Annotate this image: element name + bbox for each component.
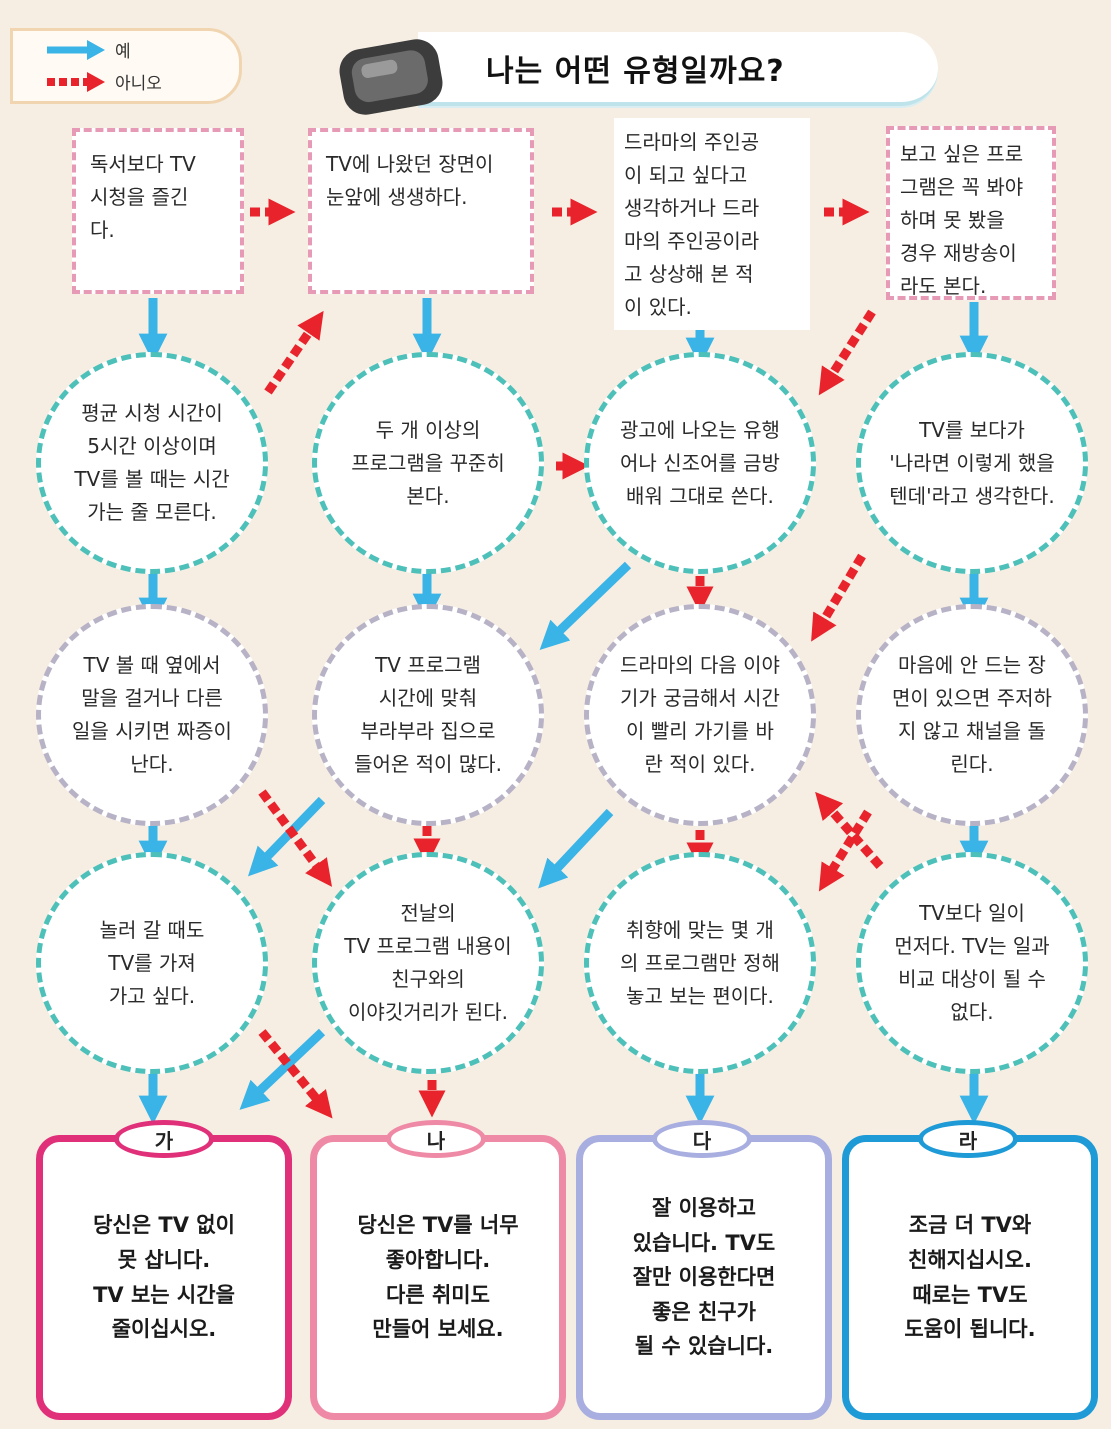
yes-arrow-icon	[47, 39, 105, 60]
question-rush-home: TV 프로그램 시간에 맞춰 부라부라 집으로 들어온 적이 많다.	[312, 604, 544, 826]
question-drama-protagonist: 드라마의 주인공 이 되고 싶다고 생각하거나 드라 마의 주인공이라 고 상상…	[614, 118, 810, 330]
question-two-programs: 두 개 이상의 프로그램을 꾸준히 본다.	[312, 352, 544, 574]
question-ad-slang: 광고에 나오는 유행 어나 신조어를 금방 배워 그대로 쓴다.	[584, 352, 816, 574]
question-talk-with-friends: 전날의 TV 프로그램 내용이 친구와의 이야깃거리가 된다.	[312, 852, 544, 1074]
legend: 예 아니오	[10, 28, 242, 104]
question-selected-programs: 취향에 맞는 몇 개 의 프로그램만 정해 놓고 보는 편이다.	[584, 852, 816, 1074]
result-da: 잘 이용하고 있습니다. TV도 잘만 이용한다면 좋은 친구가 될 수 있습니…	[576, 1135, 832, 1420]
title-bubble	[418, 32, 938, 106]
yes-arrows	[138, 298, 989, 1125]
page-title: 나는 어떤 유형일까요?	[486, 54, 785, 89]
result-na: 당신은 TV를 너무 좋아합니다. 다른 취미도 만들어 보세요.	[310, 1135, 566, 1420]
result-tag-ra: 라	[918, 1120, 1018, 1158]
question-next-episode: 드라마의 다음 이야 기가 궁금해서 시간 이 빨리 가기를 바 란 적이 있다…	[584, 604, 816, 826]
question-take-tv-out: 놀러 갈 때도 TV를 가져 가고 싶다.	[36, 852, 268, 1074]
no-arrows	[250, 198, 884, 1119]
result-ra: 조금 더 TV와 친해지십시오. 때로는 TV도 도움이 됩니다.	[842, 1135, 1098, 1420]
result-ga: 당신은 TV 없이 못 삽니다. TV 보는 시간을 줄이십시오.	[36, 1135, 292, 1420]
question-must-watch: 보고 싶은 프로 그램은 꼭 봐야 하며 못 봤을 경우 재방송이 라도 본다.	[886, 126, 1056, 300]
question-tv-over-reading: 독서보다 TV 시청을 즐긴 다.	[72, 128, 244, 294]
legend-no-label: 아니오	[115, 74, 162, 94]
result-tag-da: 다	[652, 1120, 752, 1158]
legend-yes: 예	[45, 37, 131, 62]
question-work-first: TV보다 일이 먼저다. TV는 일과 비교 대상이 될 수 없다.	[856, 852, 1088, 1074]
result-tag-na: 나	[386, 1120, 486, 1158]
question-five-hours: 평균 시청 시간이 5시간 이상이며 TV를 볼 때는 시간 가는 줄 모른다.	[36, 352, 268, 574]
legend-no: 아니오	[45, 69, 162, 94]
result-tag-ga: 가	[114, 1120, 214, 1158]
question-vivid-scenes: TV에 나왔던 장면이 눈앞에 생생하다.	[308, 128, 534, 294]
question-annoyed-interruption: TV 볼 때 옆에서 말을 걸거나 다른 일을 시키면 짜증이 난다.	[36, 604, 268, 826]
legend-yes-label: 예	[115, 42, 131, 62]
question-change-channel: 마음에 안 드는 장 면이 있으면 주저하 지 않고 채널을 돌 린다.	[856, 604, 1088, 826]
tv-icon	[339, 39, 443, 115]
no-arrow-icon	[47, 71, 105, 92]
question-would-do-differently: TV를 보다가 '나라면 이렇게 했을 텐데'라고 생각한다.	[856, 352, 1088, 574]
